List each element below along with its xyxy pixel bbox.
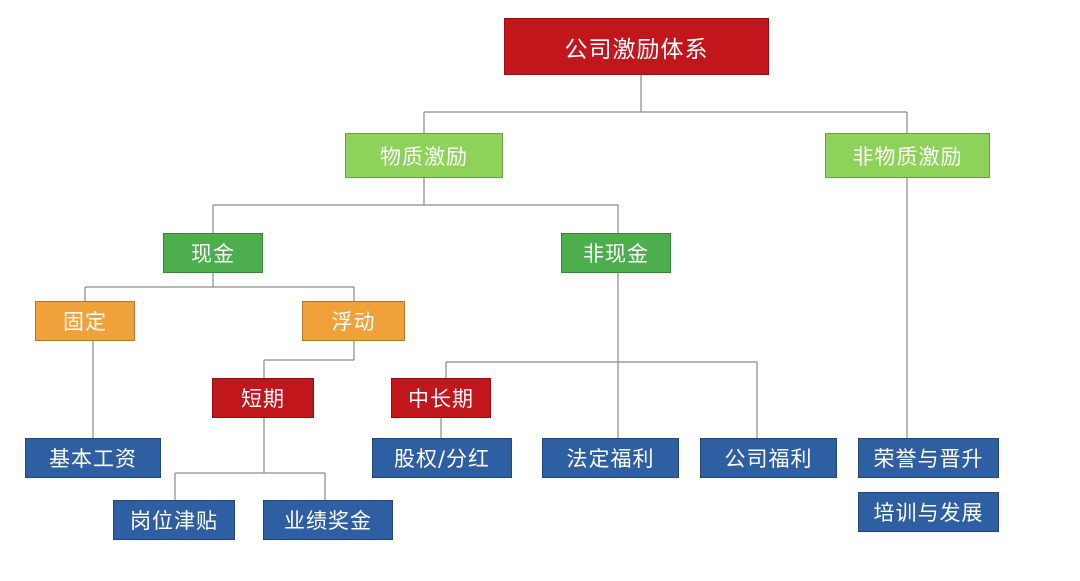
root-node: 公司激励体系 [504, 18, 769, 75]
non-cash-node: 非现金 [561, 233, 671, 273]
long-term-node: 中长期 [391, 378, 491, 418]
short-term-node: 短期 [212, 378, 314, 418]
base-salary-node: 基本工资 [25, 438, 161, 478]
performance-bonus-node: 业绩奖金 [263, 500, 393, 540]
position-allowance-node: 岗位津贴 [113, 500, 235, 540]
statutory-welfare-node: 法定福利 [542, 438, 679, 478]
training-development-node: 培训与发展 [858, 492, 999, 532]
non-material-incentive-node: 非物质激励 [825, 133, 990, 178]
floating-node: 浮动 [302, 301, 405, 341]
company-welfare-node: 公司福利 [700, 438, 837, 478]
cash-node: 现金 [163, 233, 263, 273]
material-incentive-node: 物质激励 [345, 133, 503, 178]
honor-promotion-node: 荣誉与晋升 [858, 438, 999, 478]
equity-dividend-node: 股权/分红 [372, 438, 512, 478]
fixed-node: 固定 [35, 301, 135, 341]
